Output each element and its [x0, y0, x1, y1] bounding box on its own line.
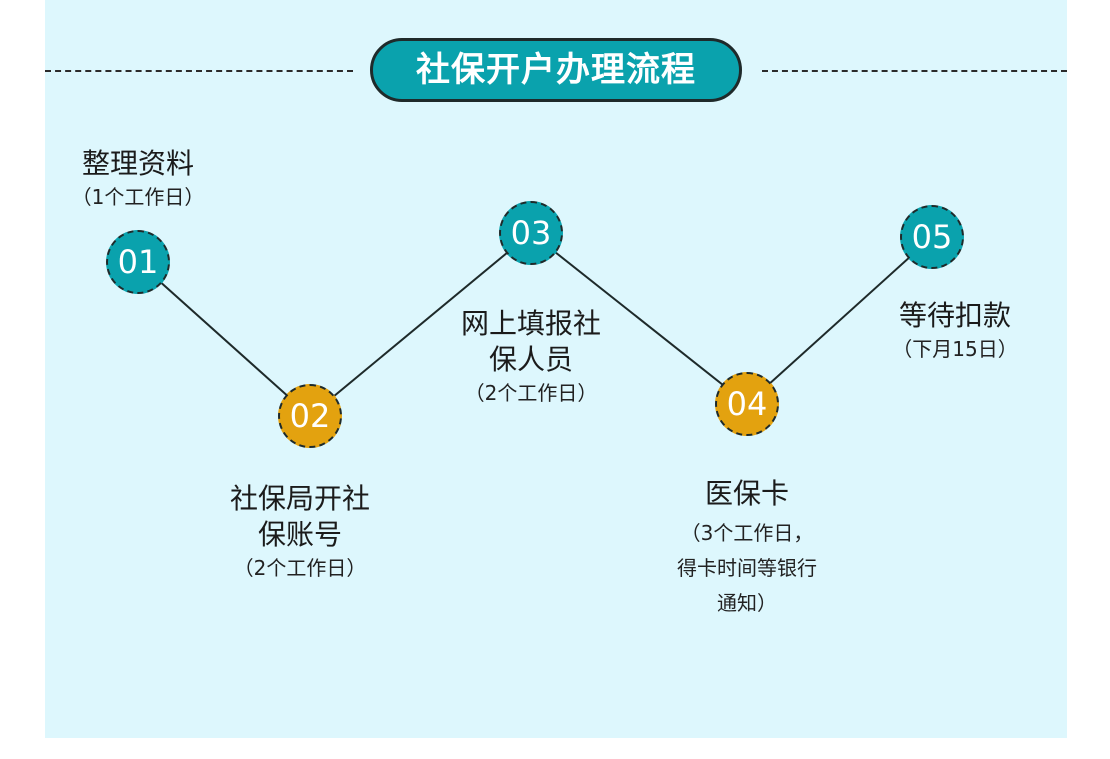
step-03-node: 03	[499, 201, 563, 265]
page-title: 社保开户办理流程	[370, 38, 742, 102]
step-01-label: 整理资料 （1个工作日）	[38, 146, 238, 212]
step-04-node: 04	[715, 372, 779, 436]
step-04-title: 医保卡	[704, 477, 789, 510]
background-panel	[45, 0, 1067, 738]
step-05-node: 05	[900, 205, 964, 269]
step-01-duration: （1个工作日）	[71, 185, 205, 209]
step-02-duration: （2个工作日）	[233, 556, 367, 580]
step-02-node: 02	[278, 384, 342, 448]
step-02-title: 社保局开社 保账号	[229, 482, 370, 551]
step-02-label: 社保局开社 保账号 （2个工作日）	[200, 481, 400, 583]
step-04-label: 医保卡 （3个工作日， 得卡时间等银行 通知）	[647, 476, 847, 621]
step-04-duration: （3个工作日， 得卡时间等银行 通知）	[677, 521, 817, 615]
connector-03-04	[530, 232, 748, 405]
step-01-node: 01	[106, 230, 170, 294]
step-03-label: 网上填报社 保人员 （2个工作日）	[431, 306, 631, 408]
step-05-duration: （下月15日）	[892, 337, 1018, 361]
step-03-duration: （2个工作日）	[464, 381, 598, 405]
connector-01-02	[137, 261, 311, 417]
connector-04-05	[746, 236, 933, 405]
step-03-title: 网上填报社 保人员	[460, 307, 601, 376]
title-divider-right	[762, 70, 1067, 72]
step-01-title: 整理资料	[81, 147, 194, 180]
step-05-title: 等待扣款	[898, 299, 1011, 332]
title-divider-left	[45, 70, 353, 72]
connector-02-03	[309, 232, 532, 417]
step-05-label: 等待扣款 （下月15日）	[855, 298, 1055, 364]
